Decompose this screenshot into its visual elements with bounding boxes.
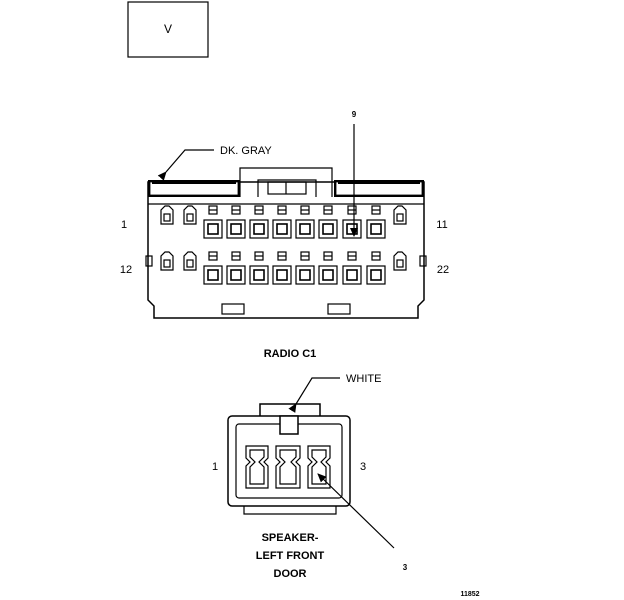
- radio-cavity-base: [342, 265, 362, 285]
- radio-cavity-base: [295, 219, 315, 239]
- radio-cavity-base: [249, 219, 269, 239]
- dk-gray-leader: [157, 149, 214, 181]
- radio-cavity-base: [295, 265, 315, 285]
- radio-cavity-base: [366, 219, 386, 239]
- radio-cavity-slot: [163, 259, 171, 268]
- view-box: V: [127, 1, 209, 58]
- radio-cavity-base: [272, 219, 292, 239]
- radio-cavity-terminal: [253, 223, 265, 235]
- radio-cavity-slot: [396, 259, 404, 268]
- radio-pin-12-label: 12: [120, 264, 132, 276]
- radio-cavity-terminal: [346, 269, 358, 281]
- radio-cavity-terminal: [230, 223, 242, 235]
- speaker-cavities: [245, 445, 331, 489]
- speaker-connector: [227, 403, 351, 515]
- radio-cavity-base: [272, 265, 292, 285]
- radio-cavity-base: [249, 265, 269, 285]
- speaker-callout-pin: 3: [403, 563, 408, 572]
- radio-cavity-terminal: [230, 269, 242, 281]
- radio-callout-pin: 9: [352, 110, 357, 119]
- radio-cavity-terminal: [207, 269, 219, 281]
- radio-cavity-terminal: [299, 269, 311, 281]
- radio-cavity-slot: [186, 213, 194, 222]
- view-label: V: [164, 22, 172, 36]
- radio-pin-22-label: 22: [437, 264, 449, 276]
- pin-3-arrow: [317, 473, 395, 549]
- radio-cavity-base: [226, 265, 246, 285]
- radio-connector: [145, 167, 427, 319]
- speaker-pin-3-label: 3: [360, 461, 366, 473]
- radio-cavity-base: [366, 265, 386, 285]
- radio-cavity-base: [226, 219, 246, 239]
- radio-cavity-base: [318, 265, 338, 285]
- radio-cavity-slot: [396, 213, 404, 222]
- radio-cavity-base: [318, 219, 338, 239]
- radio-cavity-terminal: [370, 269, 382, 281]
- figure-id: 11852: [460, 591, 479, 598]
- radio-cavity: [160, 251, 174, 271]
- radio-cavity: [393, 251, 407, 271]
- radio-cavity-grid: [160, 205, 407, 285]
- radio-cavity-terminal: [276, 269, 288, 281]
- radio-cavity-slot: [163, 213, 171, 222]
- radio-cavity-terminal: [322, 223, 334, 235]
- radio-cavity-base: [342, 219, 362, 239]
- speaker-caption-line-1: SPEAKER-: [262, 532, 319, 544]
- radio-cavity: [183, 251, 197, 271]
- radio-cavity-terminal: [207, 223, 219, 235]
- radio-cavity-base: [203, 219, 223, 239]
- white-leader: [288, 377, 340, 413]
- radio-cavity-terminal: [299, 223, 311, 235]
- radio-cavity: [393, 205, 407, 225]
- radio-cavity-terminal: [346, 223, 358, 235]
- radio-pin-1-label: 1: [121, 219, 127, 231]
- radio-cavity: [183, 205, 197, 225]
- radio-cavity-terminal: [370, 223, 382, 235]
- speaker-color-label: WHITE: [346, 373, 381, 385]
- radio-caption: RADIO C1: [264, 348, 317, 360]
- radio-cavity-slot: [186, 259, 194, 268]
- radio-cavity-terminal: [276, 223, 288, 235]
- radio-cavity-terminal: [253, 269, 265, 281]
- radio-cavity-terminal: [322, 269, 334, 281]
- radio-cavity-base: [203, 265, 223, 285]
- speaker-pin-1-label: 1: [212, 461, 218, 473]
- speaker-caption-line-3: DOOR: [274, 568, 307, 580]
- radio-pin-11-label: 11: [436, 219, 447, 231]
- speaker-caption-line-2: LEFT FRONT: [256, 550, 325, 562]
- radio-color-label: DK. GRAY: [220, 145, 272, 157]
- radio-cavity: [160, 205, 174, 225]
